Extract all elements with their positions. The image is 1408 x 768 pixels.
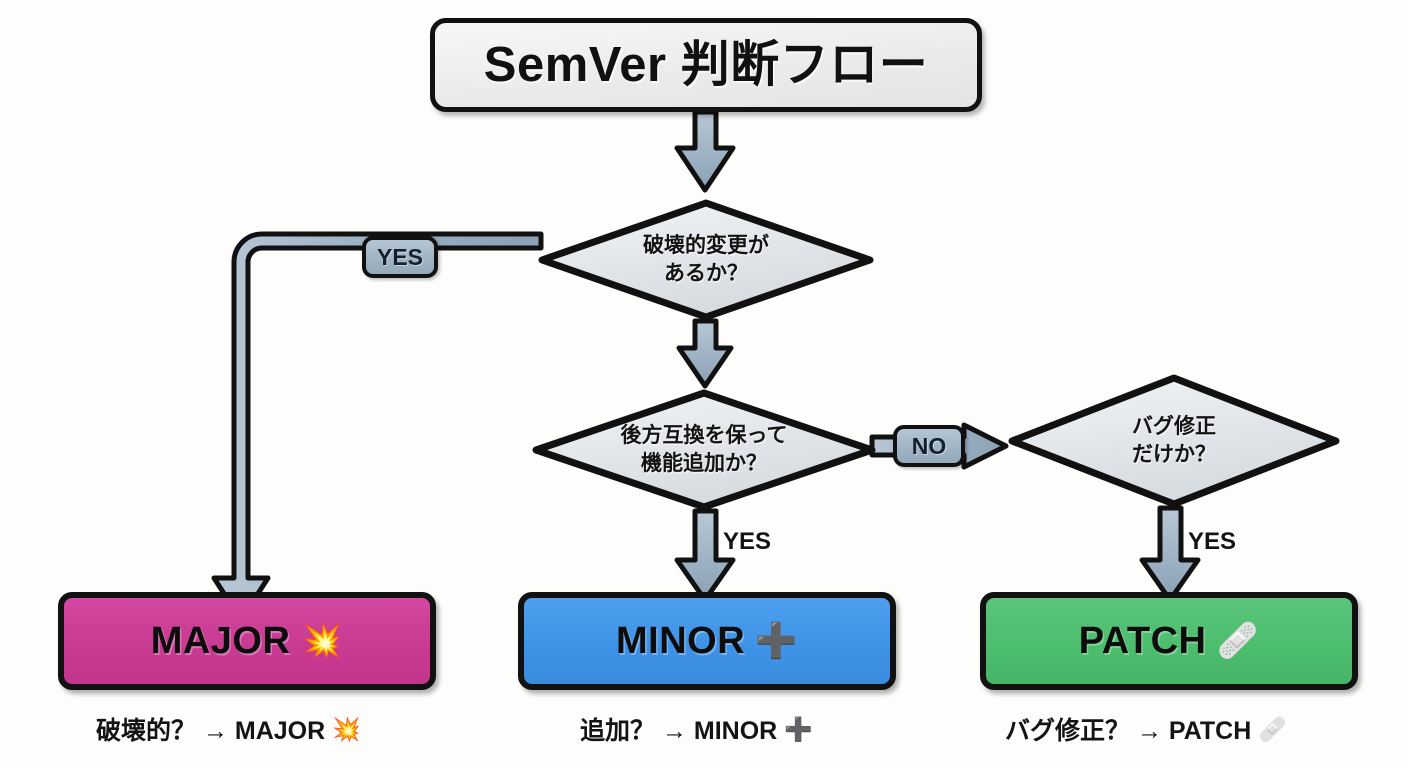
diamond-shape [532,389,876,511]
edge-breaking-to-compat [676,318,734,389]
result-label-major: MAJOR 💥 [151,622,344,660]
bandage-icon: 🩹 [1258,715,1287,742]
plus-icon: ➕ [784,715,813,742]
flow-title-card: SemVer 判断フロー [430,18,982,112]
caption-minor: 追加？ → MINOR ➕ [580,711,813,747]
result-text: MAJOR [150,620,291,662]
collision-icon: 💥 [332,715,361,742]
caption-patch: バグ修正？ → PATCH 🩹 [1005,711,1287,747]
result-box-minor: MINOR ➕ [518,592,896,690]
diamond-shape [538,199,874,321]
edge-label-yes-patch: YES [1188,528,1237,555]
caption-text: バグ修正？ → PATCH [1005,717,1252,745]
plus-icon: ➕ [755,622,798,660]
caption-major: 破壊的？ → MAJOR 💥 [96,711,361,747]
edge-label-text: NO [911,432,947,459]
edge-label-no-bugfix: NO [893,425,965,467]
decision-breaking-change: 破壊的変更が あるか？ [538,199,874,321]
result-label-minor: MINOR ➕ [616,622,798,660]
caption-text: 破壊的？ → MAJOR [96,717,326,745]
diamond-shape [1008,374,1340,508]
result-label-patch: PATCH 🩹 [1079,622,1260,660]
result-text: PATCH [1078,620,1207,662]
edge-compat-yes-to-minor [674,508,736,603]
edge-bugfix-yes-to-patch [1139,505,1201,603]
result-text: MINOR [616,620,746,662]
decision-bugfix-only: バグ修正 だけか？ [1008,374,1340,508]
edge-label-yes-minor: YES [723,528,772,555]
collision-icon: 💥 [300,622,344,660]
decision-backward-compatible-feature: 後方互換を保って 機能追加か？ [532,389,876,511]
page-title: SemVer 判断フロー [483,37,929,92]
edge-title-to-breaking [674,109,736,193]
result-box-patch: PATCH 🩹 [980,592,1358,690]
edge-label-text: YES [376,243,424,270]
result-box-major: MAJOR 💥 [58,592,436,690]
bandage-icon: 🩹 [1216,622,1260,660]
edge-label-yes-major: YES [362,236,438,278]
edge-breaking-yes-to-major [211,231,544,623]
caption-text: 追加？ → MINOR [580,717,778,745]
